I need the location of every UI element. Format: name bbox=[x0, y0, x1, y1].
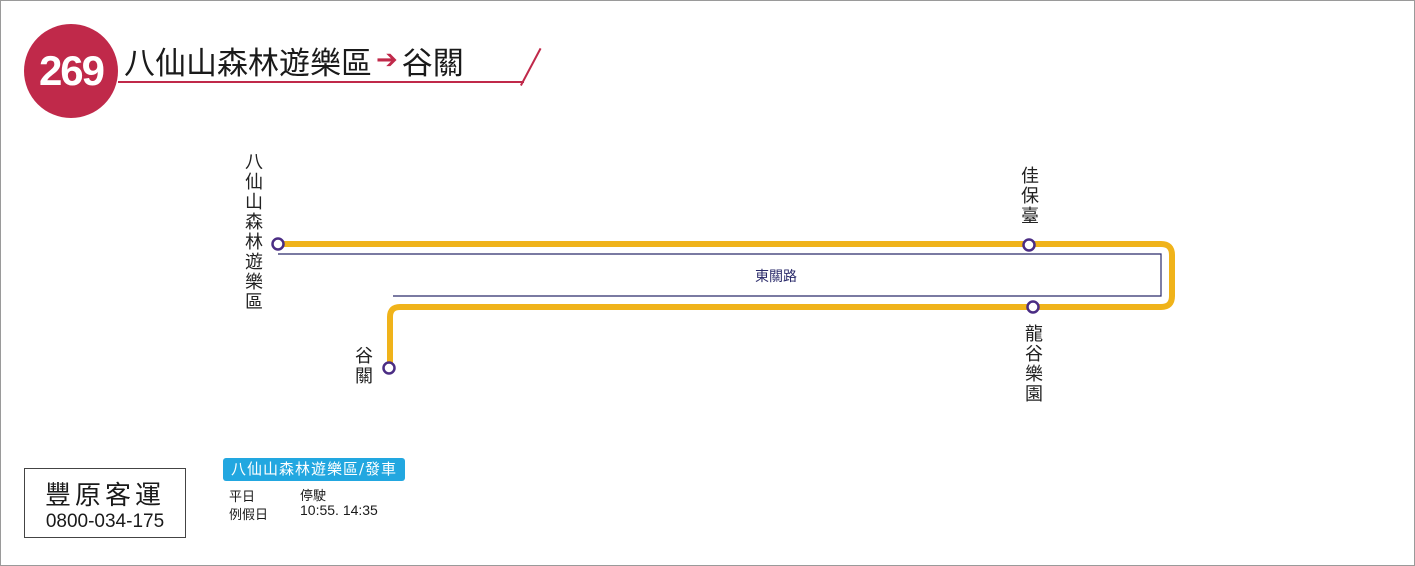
road-outline bbox=[278, 253, 1162, 297]
schedule-times-weekday: 停駛 bbox=[300, 489, 327, 504]
direction-arrow-icon: ➔ bbox=[376, 45, 398, 75]
stop-marker-guguan bbox=[382, 361, 396, 375]
route-number: 269 bbox=[38, 47, 105, 94]
road-label: 東關路 bbox=[755, 269, 797, 285]
title-underline bbox=[118, 81, 524, 83]
route-title: 八仙山森林遊樂區 ➔ 谷關 bbox=[124, 40, 464, 82]
stop-label-baxianshan: 八仙山森林遊樂區 bbox=[242, 152, 263, 312]
schedule-day-holiday: 例假日 bbox=[229, 508, 269, 523]
route-origin: 八仙山森林遊樂區 bbox=[124, 45, 372, 82]
schedule-times-holiday: 10:55. 14:35 bbox=[300, 502, 378, 518]
schedule-day-weekday: 平日 bbox=[229, 490, 256, 505]
stop-label-longgu: 龍谷樂園 bbox=[1022, 324, 1043, 404]
stop-label-guguan: 谷關 bbox=[352, 346, 373, 386]
schedule-header: 八仙山森林遊樂區/發車 bbox=[223, 458, 406, 481]
route-line bbox=[275, 241, 1175, 370]
company-box: 豐原客運 0800-034-175 bbox=[24, 468, 186, 538]
route-number-badge: 269 bbox=[24, 24, 118, 118]
stop-marker-longgu bbox=[1026, 300, 1040, 314]
stop-marker-jiabaotai bbox=[1022, 238, 1036, 252]
route-destination: 谷關 bbox=[401, 45, 464, 82]
stop-label-jiabaotai: 佳保臺 bbox=[1018, 166, 1039, 226]
company-phone: 0800-034-175 bbox=[45, 511, 165, 532]
company-name: 豐原客運 bbox=[44, 481, 165, 511]
stop-marker-baxianshan bbox=[271, 237, 285, 251]
